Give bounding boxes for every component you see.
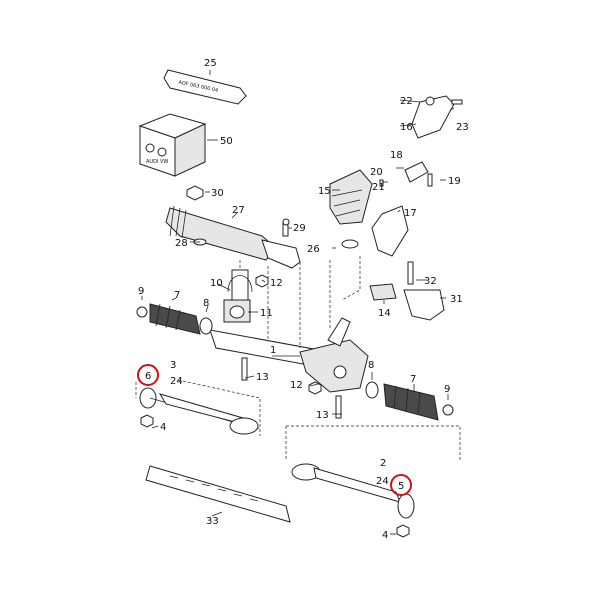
pinion-boot-part: [329, 169, 373, 249]
callout-15: 15: [318, 186, 331, 197]
callout-7-right: 7: [410, 374, 416, 385]
highlight-circle-6: [137, 364, 159, 386]
rack-housing-part: [209, 317, 369, 395]
callout-4-left: 4: [160, 422, 166, 433]
callout-23: 23: [456, 122, 469, 133]
highlight-circle-5: [390, 474, 412, 496]
callout-14: 14: [378, 308, 391, 319]
callout-8-left: 8: [203, 298, 209, 309]
callout-12-top: 12: [270, 278, 283, 289]
right-boot-assembly: [335, 381, 454, 421]
box-marking: AUDI VW: [146, 159, 168, 165]
callout-22: 22: [400, 96, 413, 107]
clamp-mount-part: [223, 269, 269, 323]
callout-5: 5: [398, 481, 404, 492]
right-tie-rod-assembly: [291, 463, 415, 538]
dashed-guides: [135, 256, 461, 462]
callout-16: 16: [400, 122, 413, 133]
callout-11: 11: [260, 308, 273, 319]
callout-2: 2: [380, 458, 386, 469]
callout-13-left: 13: [256, 372, 269, 383]
leader-lines: [141, 70, 455, 535]
callout-9-right: 9: [444, 384, 450, 395]
callout-25: 25: [204, 58, 217, 69]
callout-7-left: 7: [174, 290, 180, 301]
callout-1: 1: [270, 345, 276, 356]
callout-29: 29: [293, 223, 306, 234]
callout-13-right: 13: [316, 410, 329, 421]
callout-21: 21: [372, 182, 385, 193]
callout-27: 27: [232, 205, 245, 216]
callout-19: 19: [448, 176, 461, 187]
grease-tube-part: AOF 063 000 04: [163, 69, 247, 105]
left-boot-assembly: [136, 303, 213, 335]
callout-50: 50: [220, 136, 233, 147]
callout-4-right: 4: [382, 530, 388, 541]
callout-31: 31: [450, 294, 463, 305]
callout-24-right: 24: [376, 476, 389, 487]
callout-8-right: 8: [368, 360, 374, 371]
ribbed-sleeve-part: [145, 465, 291, 523]
left-tie-rod-assembly: [139, 387, 260, 435]
column-joint-part: [371, 95, 463, 257]
seal-kit-box-part: AUDI VW: [138, 113, 207, 177]
callout-9-left: 9: [138, 286, 144, 297]
callout-labels: 25 50 30 27 28 29 10 12 11 13 1 12 13 8 …: [138, 58, 469, 541]
callout-6: 6: [145, 371, 151, 382]
callout-28: 28: [175, 238, 188, 249]
bracket-part: [369, 261, 445, 321]
callout-3: 3: [170, 360, 176, 371]
callout-30: 30: [211, 188, 224, 199]
callout-20: 20: [370, 167, 383, 178]
callout-24-left: 24: [170, 376, 183, 387]
callout-17: 17: [404, 208, 417, 219]
callout-32: 32: [424, 276, 437, 287]
callout-33: 33: [206, 516, 219, 527]
rack-boot-part: [165, 205, 301, 269]
callout-12-bottom: 12: [290, 380, 303, 391]
callout-18: 18: [390, 150, 403, 161]
callout-10: 10: [210, 278, 223, 289]
callout-26: 26: [307, 244, 320, 255]
